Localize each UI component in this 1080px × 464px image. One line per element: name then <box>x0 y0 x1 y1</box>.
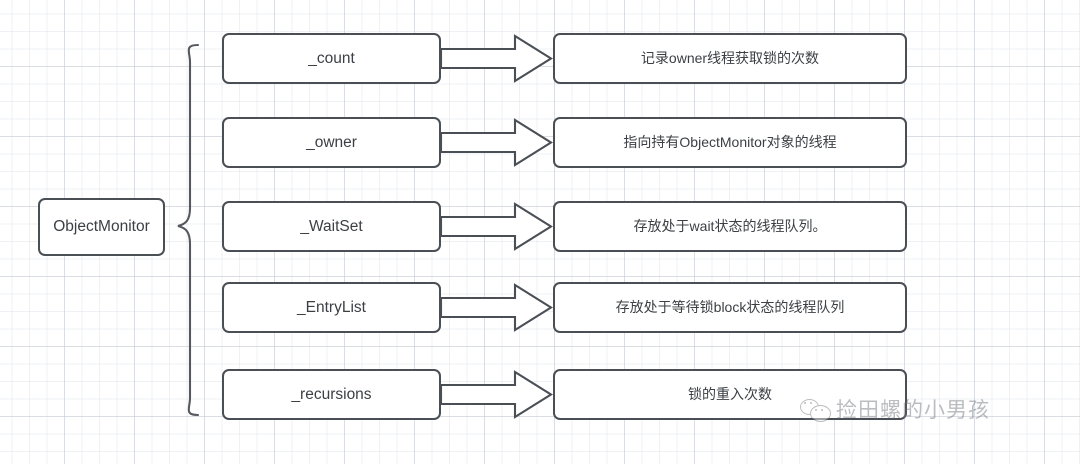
node-field-count[interactable]: _count <box>222 33 441 84</box>
node-field-recursions-label: _recursions <box>291 385 372 403</box>
node-field-count-label: _count <box>308 49 355 67</box>
node-desc-waitset-label: 存放处于wait状态的线程队列。 <box>633 217 827 234</box>
node-desc-recursions-label: 锁的重入次数 <box>688 385 772 402</box>
node-desc-recursions[interactable]: 锁的重入次数 <box>553 369 907 420</box>
block-arrow-right-icon-1 <box>439 118 553 167</box>
block-arrow-right-icon-2 <box>439 202 553 251</box>
node-field-owner[interactable]: _owner <box>222 117 441 168</box>
block-arrow-right-icon-4 <box>439 370 553 419</box>
node-object-monitor[interactable]: ObjectMonitor <box>38 198 165 256</box>
node-field-recursions[interactable]: _recursions <box>222 369 441 420</box>
node-desc-owner[interactable]: 指向持有ObjectMonitor对象的线程 <box>553 117 907 168</box>
node-field-owner-label: _owner <box>306 133 357 151</box>
node-desc-entrylist-label: 存放处于等待锁block状态的线程队列 <box>615 298 845 315</box>
node-desc-owner-label: 指向持有ObjectMonitor对象的线程 <box>623 133 837 150</box>
node-desc-waitset[interactable]: 存放处于wait状态的线程队列。 <box>553 201 907 252</box>
block-arrow-right-icon-0 <box>439 34 553 83</box>
curly-brace-icon <box>177 43 200 417</box>
node-object-monitor-label: ObjectMonitor <box>53 218 150 236</box>
node-desc-entrylist[interactable]: 存放处于等待锁block状态的线程队列 <box>553 282 907 333</box>
node-field-waitset-label: _WaitSet <box>300 217 363 235</box>
node-desc-count-label: 记录owner线程获取锁的次数 <box>640 49 820 66</box>
block-arrow-right-icon-3 <box>439 283 553 332</box>
node-field-entrylist[interactable]: _EntryList <box>222 282 441 333</box>
node-desc-count[interactable]: 记录owner线程获取锁的次数 <box>553 33 907 84</box>
node-field-waitset[interactable]: _WaitSet <box>222 201 441 252</box>
node-field-entrylist-label: _EntryList <box>297 298 366 316</box>
